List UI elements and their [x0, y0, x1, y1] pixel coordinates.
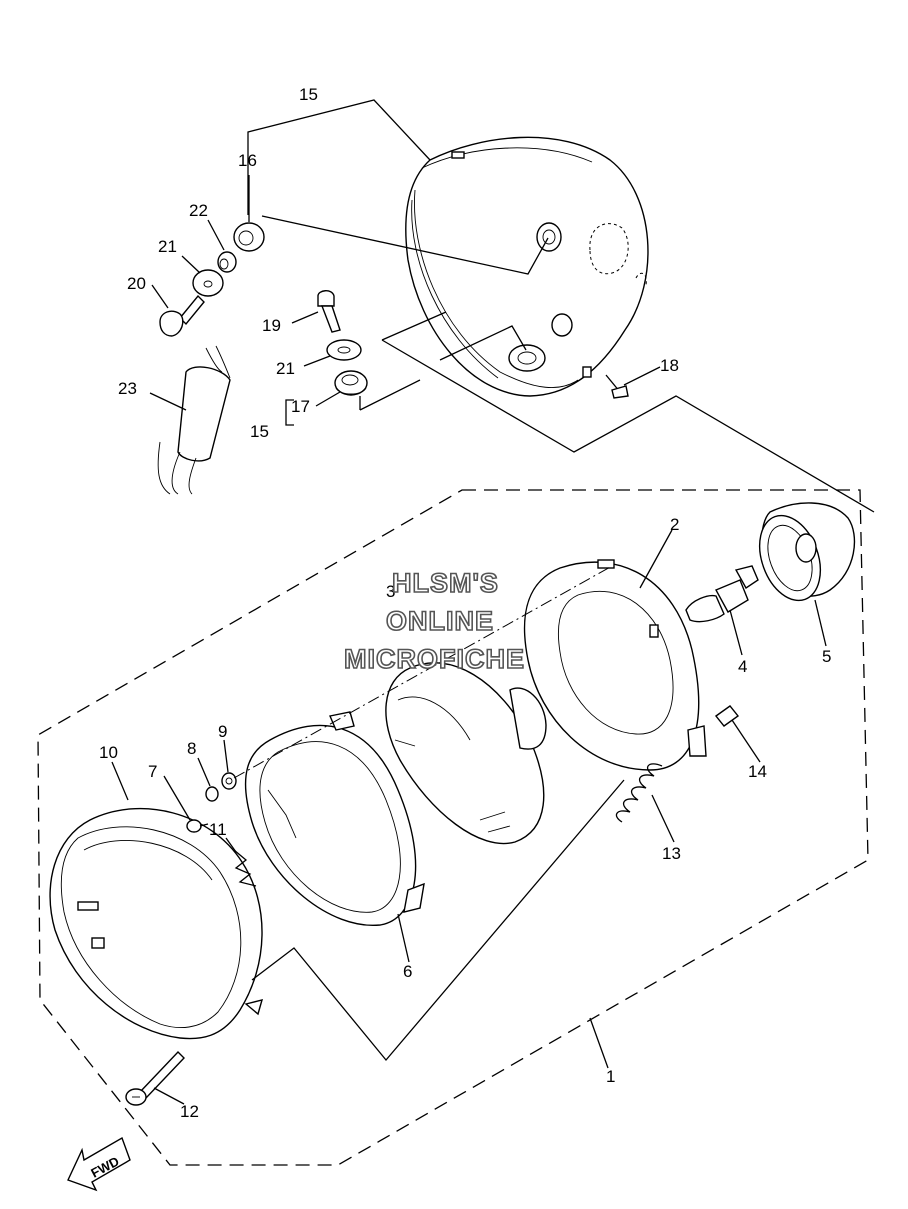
headlight-housing	[405, 136, 649, 397]
leader-lines	[111, 99, 875, 1105]
callout-23: 23	[118, 379, 137, 398]
callout-17: 17	[291, 397, 310, 416]
washer-21-upper	[192, 269, 224, 297]
callout-1: 1	[606, 1067, 615, 1086]
callout-20: 20	[127, 274, 146, 293]
clip-14	[714, 705, 740, 727]
callout-13: 13	[662, 844, 681, 863]
fwd-arrow: FWD	[67, 1136, 131, 1192]
bolt-19	[317, 290, 341, 333]
callout-4: 4	[738, 657, 747, 676]
bolt-20	[159, 294, 205, 337]
headlight-ring-6	[244, 711, 425, 926]
callout-7: 7	[148, 762, 157, 781]
watermark-line-2: ONLINE	[386, 606, 494, 636]
grommet-16	[233, 222, 265, 252]
watermark: HLSM'S ONLINE MICROFICHE	[343, 567, 525, 675]
callout-15-top: 15	[299, 85, 318, 104]
callout-16: 16	[238, 151, 257, 170]
callout-19: 19	[262, 316, 281, 335]
mounting-ring-2	[523, 559, 707, 771]
callout-8: 8	[187, 739, 196, 758]
screw-12	[125, 1050, 185, 1106]
lens-unit-3	[385, 662, 547, 845]
callout-5: 5	[822, 647, 831, 666]
callout-15-bottom: 15	[250, 422, 269, 441]
bulb-4	[685, 565, 759, 623]
washer-9	[221, 772, 237, 790]
grommet-17	[334, 370, 368, 396]
callout-6: 6	[403, 962, 412, 981]
fwd-arrow-icon	[67, 1136, 131, 1192]
rim-10	[49, 807, 264, 1040]
wire-tube-23	[157, 345, 231, 495]
screw-7	[186, 819, 209, 833]
callout-21-lower: 21	[276, 359, 295, 378]
callout-14: 14	[748, 762, 767, 781]
washer-8	[205, 786, 219, 802]
callout-11: 11	[209, 820, 227, 839]
callout-10: 10	[99, 743, 118, 762]
callout-22: 22	[189, 201, 208, 220]
spring-11	[233, 849, 257, 887]
collar-22	[217, 251, 237, 273]
assembly-1-boundary	[37, 489, 869, 1166]
callout-2: 2	[670, 515, 679, 534]
screw-18	[605, 374, 629, 399]
callout-3: 3	[386, 582, 395, 601]
bulb-cover-5	[758, 502, 856, 602]
callout-9: 9	[218, 722, 227, 741]
callout-18: 18	[660, 356, 679, 375]
watermark-line-1: HLSM'S	[392, 568, 499, 598]
callout-12: 12	[180, 1102, 199, 1121]
watermark-line-3: MICROFICHE	[344, 644, 525, 674]
callout-labels: 15 16 22 21 20 19 21 23 17 15 18 2 3 4 5…	[99, 85, 831, 1121]
washer-21-lower	[326, 339, 362, 361]
callout-21-upper: 21	[158, 237, 177, 256]
spring-13	[615, 763, 663, 823]
